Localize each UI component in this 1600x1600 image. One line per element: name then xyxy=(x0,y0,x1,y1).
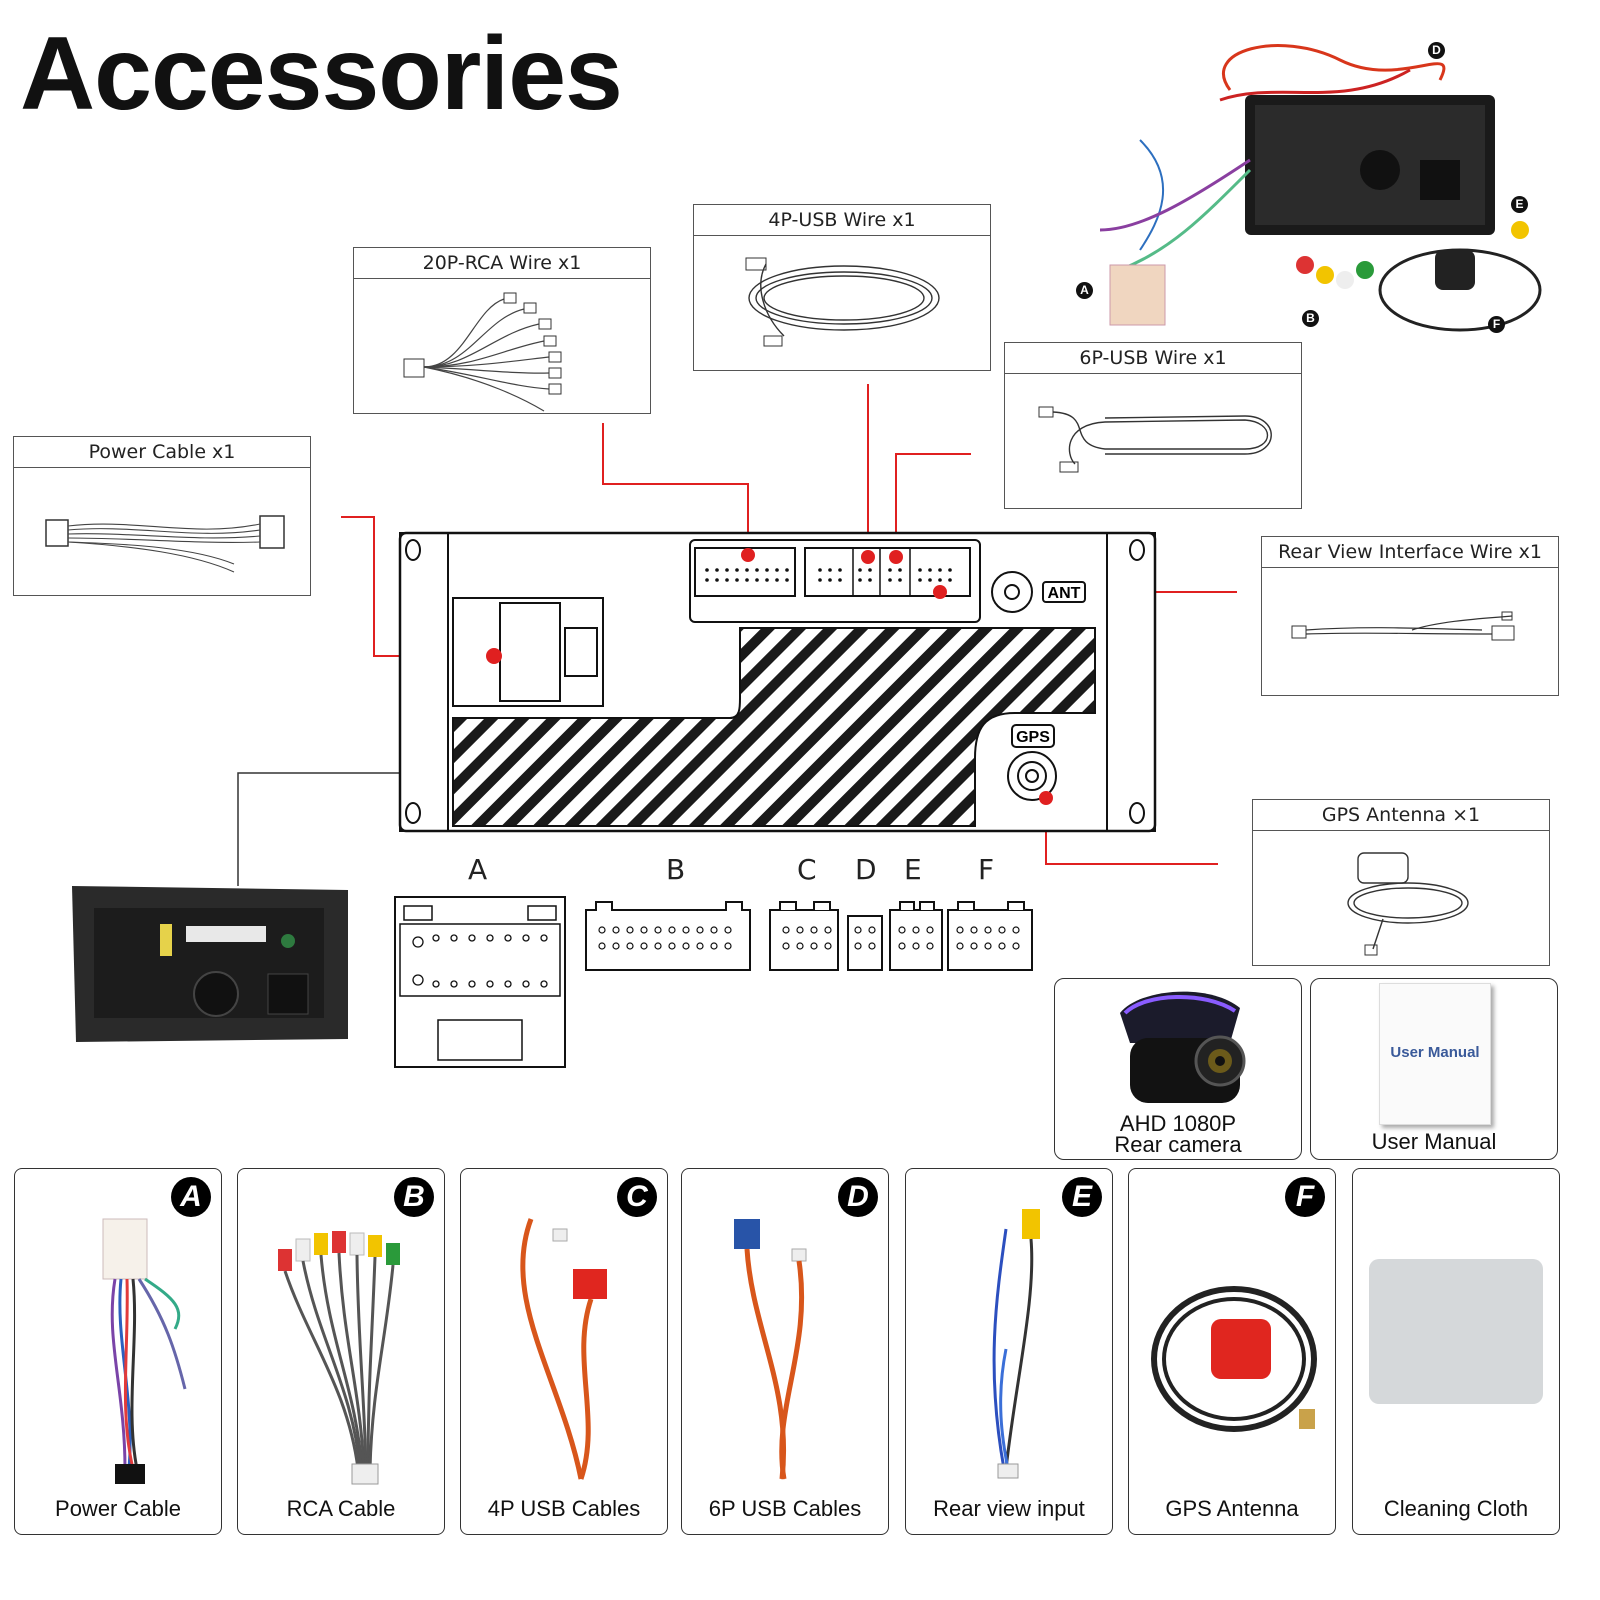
usb6-wire-title: 6P-USB Wire x1 xyxy=(1005,343,1301,374)
connector-letter-b: B xyxy=(666,853,686,886)
cleaning-cloth-image xyxy=(1369,1259,1543,1404)
rear-camera-card: AHD 1080P Rear camera xyxy=(1054,978,1302,1160)
camera-caption-line1: AHD 1080P xyxy=(1119,1111,1237,1136)
usb4-wire-drawing xyxy=(745,257,940,347)
power-cable-drawing xyxy=(45,515,285,573)
power-cable-title: Power Cable x1 xyxy=(14,437,310,468)
power-cable-box: Power Cable x1 xyxy=(13,436,311,596)
usb6-wire-drawing xyxy=(1038,406,1272,473)
card-label-4p-usb: 4P USB Cables xyxy=(487,1496,641,1521)
card-rear-view-input: E Rear view input xyxy=(905,1168,1113,1535)
user-manual-card: User Manual User Manual xyxy=(1310,978,1558,1160)
connector-letter-e: E xyxy=(904,853,922,886)
card-power-cable: A Power Cable xyxy=(14,1168,222,1535)
head-unit-photo xyxy=(72,886,348,1042)
gps-antenna-drawing xyxy=(1347,852,1469,956)
badge-b: B xyxy=(394,1177,434,1217)
harness-photo: D E A B F xyxy=(1076,20,1580,350)
badge-d: D xyxy=(838,1177,878,1217)
badge-c: C xyxy=(617,1177,657,1217)
card-cleaning-cloth: Cleaning Cloth xyxy=(1352,1168,1560,1535)
card-4p-usb: C 4P USB Cables xyxy=(460,1168,668,1535)
connector-letter-d: D xyxy=(855,853,877,886)
card-label-cleaning-cloth: Cleaning Cloth xyxy=(1383,1496,1529,1521)
card-label-gps-antenna: GPS Antenna xyxy=(1165,1496,1299,1521)
badge-f: F xyxy=(1285,1177,1325,1217)
usb4-wire-title: 4P-USB Wire x1 xyxy=(694,205,990,236)
head-unit-rear-diagram: ANT GPS xyxy=(398,531,1157,833)
gps-antenna-box: GPS Antenna ×1 xyxy=(1252,799,1550,966)
card-label-6p-usb: 6P USB Cables xyxy=(708,1496,862,1521)
usb6-cable-image xyxy=(734,1219,807,1480)
rca-wire-drawing xyxy=(403,292,562,412)
camera-caption-line2: Rear camera xyxy=(1114,1132,1242,1157)
power-cable-image xyxy=(102,1218,187,1484)
rear-view-wire-title: Rear View Interface Wire x1 xyxy=(1262,537,1558,568)
rear-view-wire-box: Rear View Interface Wire x1 xyxy=(1261,536,1559,696)
photo-letter-b: B xyxy=(1302,310,1319,327)
card-label-rca-cable: RCA Cable xyxy=(286,1496,396,1521)
card-6p-usb: D 6P USB Cables xyxy=(681,1168,889,1535)
rca-wire-box: 20P-RCA Wire x1 xyxy=(353,247,651,414)
camera-caption: AHD 1080P Rear camera xyxy=(1055,1111,1301,1157)
photo-letter-a: A xyxy=(1076,282,1093,299)
card-gps-antenna: F GPS Antenna xyxy=(1128,1168,1336,1535)
gps-antenna-title: GPS Antenna ×1 xyxy=(1253,800,1549,831)
gps-label: GPS xyxy=(1016,729,1050,746)
page-title: Accessories xyxy=(20,16,623,132)
ant-label: ANT xyxy=(1048,585,1081,602)
manual-cover-text: User Manual xyxy=(1390,1044,1480,1061)
gps-antenna-image xyxy=(1151,1286,1317,1432)
rear-view-wire-drawing xyxy=(1291,611,1515,641)
photo-letter-d: D xyxy=(1428,42,1445,59)
badge-a: A xyxy=(171,1177,211,1217)
rear-view-input-image xyxy=(992,1209,1040,1479)
connector-letter-a: A xyxy=(468,853,488,886)
photo-letter-f: F xyxy=(1488,316,1505,333)
card-label-rear-view-input: Rear view input xyxy=(933,1496,1085,1521)
usb4-cable-image xyxy=(520,1218,607,1480)
photo-letter-e: E xyxy=(1511,196,1528,213)
connector-letter-f: F xyxy=(978,853,995,886)
rear-camera-image xyxy=(1120,991,1246,1103)
badge-e: E xyxy=(1062,1177,1102,1217)
card-label-power-cable: Power Cable xyxy=(55,1496,181,1521)
rca-cable-image xyxy=(278,1231,400,1485)
connector-letter-c: C xyxy=(797,853,817,886)
card-rca-cable: B RCA Cable xyxy=(237,1168,445,1535)
manual-caption: User Manual xyxy=(1371,1129,1497,1154)
connector-a-drawing xyxy=(394,896,566,1068)
usb6-wire-box: 6P-USB Wire x1 xyxy=(1004,342,1302,509)
usb4-wire-box: 4P-USB Wire x1 xyxy=(693,204,991,371)
rca-wire-title: 20P-RCA Wire x1 xyxy=(354,248,650,279)
connectors-bcdef-drawing xyxy=(585,901,1033,971)
manual-booklet: User Manual xyxy=(1379,983,1491,1125)
